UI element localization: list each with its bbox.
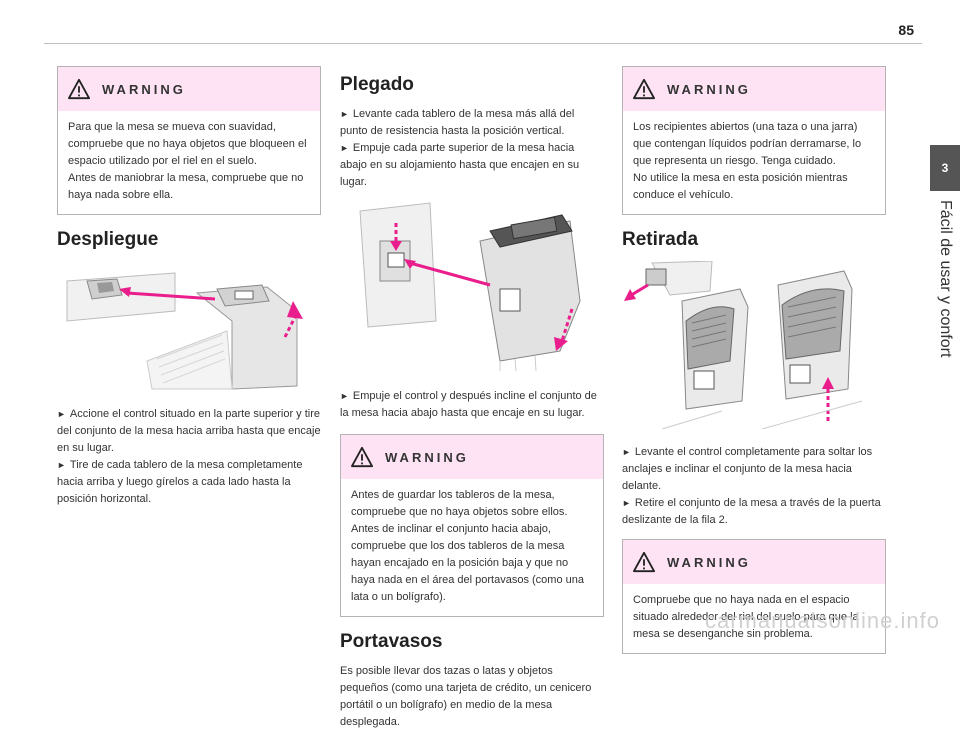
removal-illustration — [622, 260, 886, 430]
arrow-icon: ► — [57, 409, 66, 419]
warning-line: Compruebe que no haya nada en el espacio… — [633, 594, 859, 640]
warning-header: WARNING — [58, 67, 320, 111]
warning-header: WARNING — [623, 67, 885, 111]
chapter-tab[interactable]: 3 — [930, 145, 960, 191]
warning-line: Para que la mesa se mueva con suavidad, … — [68, 121, 307, 167]
warning-header: WARNING — [623, 540, 885, 584]
step-text: Levante cada tablero de la mesa más allá… — [340, 108, 575, 137]
warning-header: WARNING — [341, 435, 603, 479]
warning-title: WARNING — [667, 81, 751, 97]
warning-box: WARNING Compruebe que no haya nada en el… — [622, 539, 886, 654]
column-1: WARNING Para que la mesa se mueva con su… — [57, 66, 321, 508]
warning-title: WARNING — [102, 81, 186, 97]
section-heading-despliegue: Despliegue — [57, 229, 159, 250]
column-2: Plegado ►Levante cada tablero de la mesa… — [340, 66, 604, 731]
column-3: WARNING Los recipientes abiertos (una ta… — [622, 66, 886, 668]
step-text: Retire el conjunto de la mesa a través d… — [622, 497, 881, 526]
step-text: Empuje cada parte superior de la mesa ha… — [340, 142, 580, 188]
warning-triangle-icon — [351, 446, 373, 468]
step-item: ►Empuje cada parte superior de la mesa h… — [340, 140, 604, 191]
warning-box: WARNING Para que la mesa se mueva con su… — [57, 66, 321, 215]
section-heading-plegado: Plegado — [340, 74, 414, 95]
warning-line: Los recipientes abiertos (una taza o una… — [633, 121, 862, 167]
watermark: carmanualsonline.info — [704, 608, 940, 633]
step-item: ►Accione el control situado en la parte … — [57, 406, 321, 457]
warning-text: Para que la mesa se mueva con suavidad, … — [58, 111, 320, 214]
warning-text: Compruebe que no haya nada en el espacio… — [623, 584, 885, 653]
step-text: Levante el control completamente para so… — [622, 446, 873, 492]
warning-title: WARNING — [667, 554, 751, 570]
arrow-icon: ► — [340, 109, 349, 119]
chapter-title-text: Fácil de usar y confort — [937, 200, 954, 358]
warning-triangle-icon — [633, 551, 655, 573]
step-item: ►Levante cada tablero de la mesa más all… — [340, 106, 604, 140]
warning-text: Antes de guardar los tableros de la mesa… — [341, 479, 603, 616]
step-text: Accione el control situado en la parte s… — [57, 408, 321, 454]
warning-box: WARNING Antes de guardar los tableros de… — [340, 434, 604, 617]
step-item: ►Retire el conjunto de la mesa a través … — [622, 495, 886, 529]
chapter-title: Fácil de usar y confort — [926, 200, 960, 450]
header-rule — [44, 43, 922, 44]
step-text: Tire de cada tablero de la mesa completa… — [57, 459, 303, 505]
section-heading-portavasos: Portavasos — [340, 631, 443, 652]
warning-triangle-icon — [68, 78, 90, 100]
section-heading-retirada: Retirada — [622, 229, 699, 250]
arrow-icon: ► — [57, 460, 66, 470]
page-number: 85 — [898, 22, 914, 38]
warning-title: WARNING — [385, 449, 469, 465]
warning-triangle-icon — [633, 78, 655, 100]
step-text: Empuje el control y después incline el c… — [340, 390, 597, 419]
arrow-icon: ► — [340, 391, 349, 401]
body-paragraph: Es posible llevar dos tazas o latas y ob… — [340, 665, 592, 728]
deploy-illustration — [57, 261, 321, 391]
arrow-icon: ► — [622, 447, 631, 457]
warning-line: No utilice la mesa en esta posición mien… — [633, 172, 848, 201]
fold-illustration — [340, 201, 604, 373]
step-item: ►Levante el control completamente para s… — [622, 444, 886, 495]
arrow-icon: ► — [622, 498, 631, 508]
arrow-icon: ► — [340, 143, 349, 153]
step-item: ►Empuje el control y después incline el … — [340, 388, 604, 422]
step-item: ►Tire de cada tablero de la mesa complet… — [57, 457, 321, 508]
warning-box: WARNING Los recipientes abiertos (una ta… — [622, 66, 886, 215]
warning-text: Los recipientes abiertos (una taza o una… — [623, 111, 885, 214]
warning-line: Antes de maniobrar la mesa, compruebe qu… — [68, 172, 304, 201]
warning-line: Antes de guardar los tableros de la mesa… — [351, 489, 584, 603]
